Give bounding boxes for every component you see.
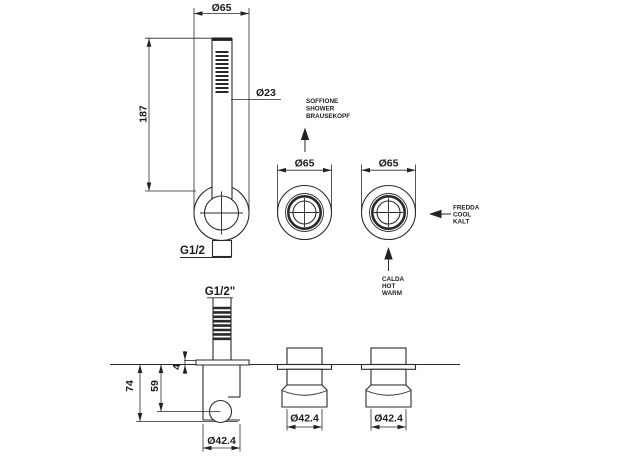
up-arrow-icon [300,127,310,140]
dim-label-plate-thickness: 4 [171,364,183,370]
dim-label-valve-right: Ø65 [379,158,399,170]
holder-side-view: G1/2" 4 74 59 [124,286,250,452]
handle-mask [212,38,232,212]
dim-arrow [182,351,188,360]
callout-shower: SOFFIONE SHOWER BRAUSEKOPF [300,98,350,152]
callout-shower-line-it: SOFFIONE [306,98,338,105]
thread-hatch [213,306,231,341]
dim-label-handle-diameter: Ø23 [256,87,276,99]
dim-label-holder-diameter: Ø42.4 [207,435,236,447]
handle-top-cap [212,37,232,41]
valve-right-side-view: Ø42.4 [360,347,417,431]
dim-arrow [277,167,286,173]
valve-knob-head [365,384,412,408]
valve-body [370,368,407,386]
callout-hot-line-it: CALDA [382,276,404,283]
dim-arrow [371,424,380,430]
dim-label-left-valve-diameter: Ø42.4 [290,413,319,425]
dim-arrow [361,167,370,173]
spray-face-hatch [215,51,229,93]
dim-arrow [397,424,406,430]
callout-hot: CALDA HOT WARM [382,247,404,297]
wall-plate [195,359,250,366]
valve-body [286,368,323,386]
valve-knob-curve [365,390,412,396]
dim-label-outlet-depth: 59 [149,380,161,392]
dim-arrow [146,38,152,47]
outlet-nipple [211,239,233,258]
dim-arrow [146,182,152,191]
dim-label-length: 187 [138,105,150,123]
callout-shower-line-en: SHOWER [306,106,335,113]
valve-flange [276,363,333,370]
dim-label-right-valve-diameter: Ø42.4 [374,413,403,425]
valve-ring [286,195,322,231]
dim-arrow [182,365,188,374]
dim-arrow [137,364,143,373]
callout-shower-line-de: BRAUSEKOPF [306,113,350,120]
valve-ring [370,195,406,231]
valve-outer-circle [276,184,333,241]
valve-outer-circle [360,184,417,241]
callout-hot-line-de: WARM [382,290,402,297]
callout-cold: FREDDA COOL KALT [429,205,480,226]
dim-arrow [287,424,296,430]
callout-cold-line-de: KALT [453,219,469,226]
callout-cold-line-en: COOL [453,212,471,219]
dim-label-total-depth: 74 [124,380,136,392]
hand-shower-front-view: Ø65 187 Ø23 [138,2,281,258]
label-holder-thread: G1/2 [180,245,205,257]
valve-trim-circle [369,193,408,232]
dim-arrow [137,413,143,422]
valve-recessed-body [370,347,407,366]
valve-left-front-view: Ø65 [276,158,333,241]
valve-flange [360,363,417,370]
callout-cold-line-it: FREDDA [453,205,480,212]
valve-right-front-view: Ø65 [360,158,417,241]
dim-arrow [407,167,416,173]
valve-recessed-body [286,347,323,366]
left-arrow-icon [429,209,442,219]
dim-label-valve-left: Ø65 [295,158,315,170]
dim-arrow [240,11,249,16]
dim-label-head-diameter: Ø65 [212,2,232,14]
dim-arrow [194,11,203,16]
valve-knob-curve [281,390,328,396]
label-outlet-thread: G1/2" [205,286,235,298]
callout-hot-line-en: HOT [382,283,395,290]
valve-left-side-view: Ø42.4 [276,347,333,431]
dim-arrow [158,403,164,412]
valve-knob-head [281,384,328,408]
dim-arrow [323,167,332,173]
dim-arrow [313,424,322,430]
valve-trim-circle [285,193,324,232]
up-arrow-icon [384,247,393,260]
dim-arrow [158,364,164,373]
